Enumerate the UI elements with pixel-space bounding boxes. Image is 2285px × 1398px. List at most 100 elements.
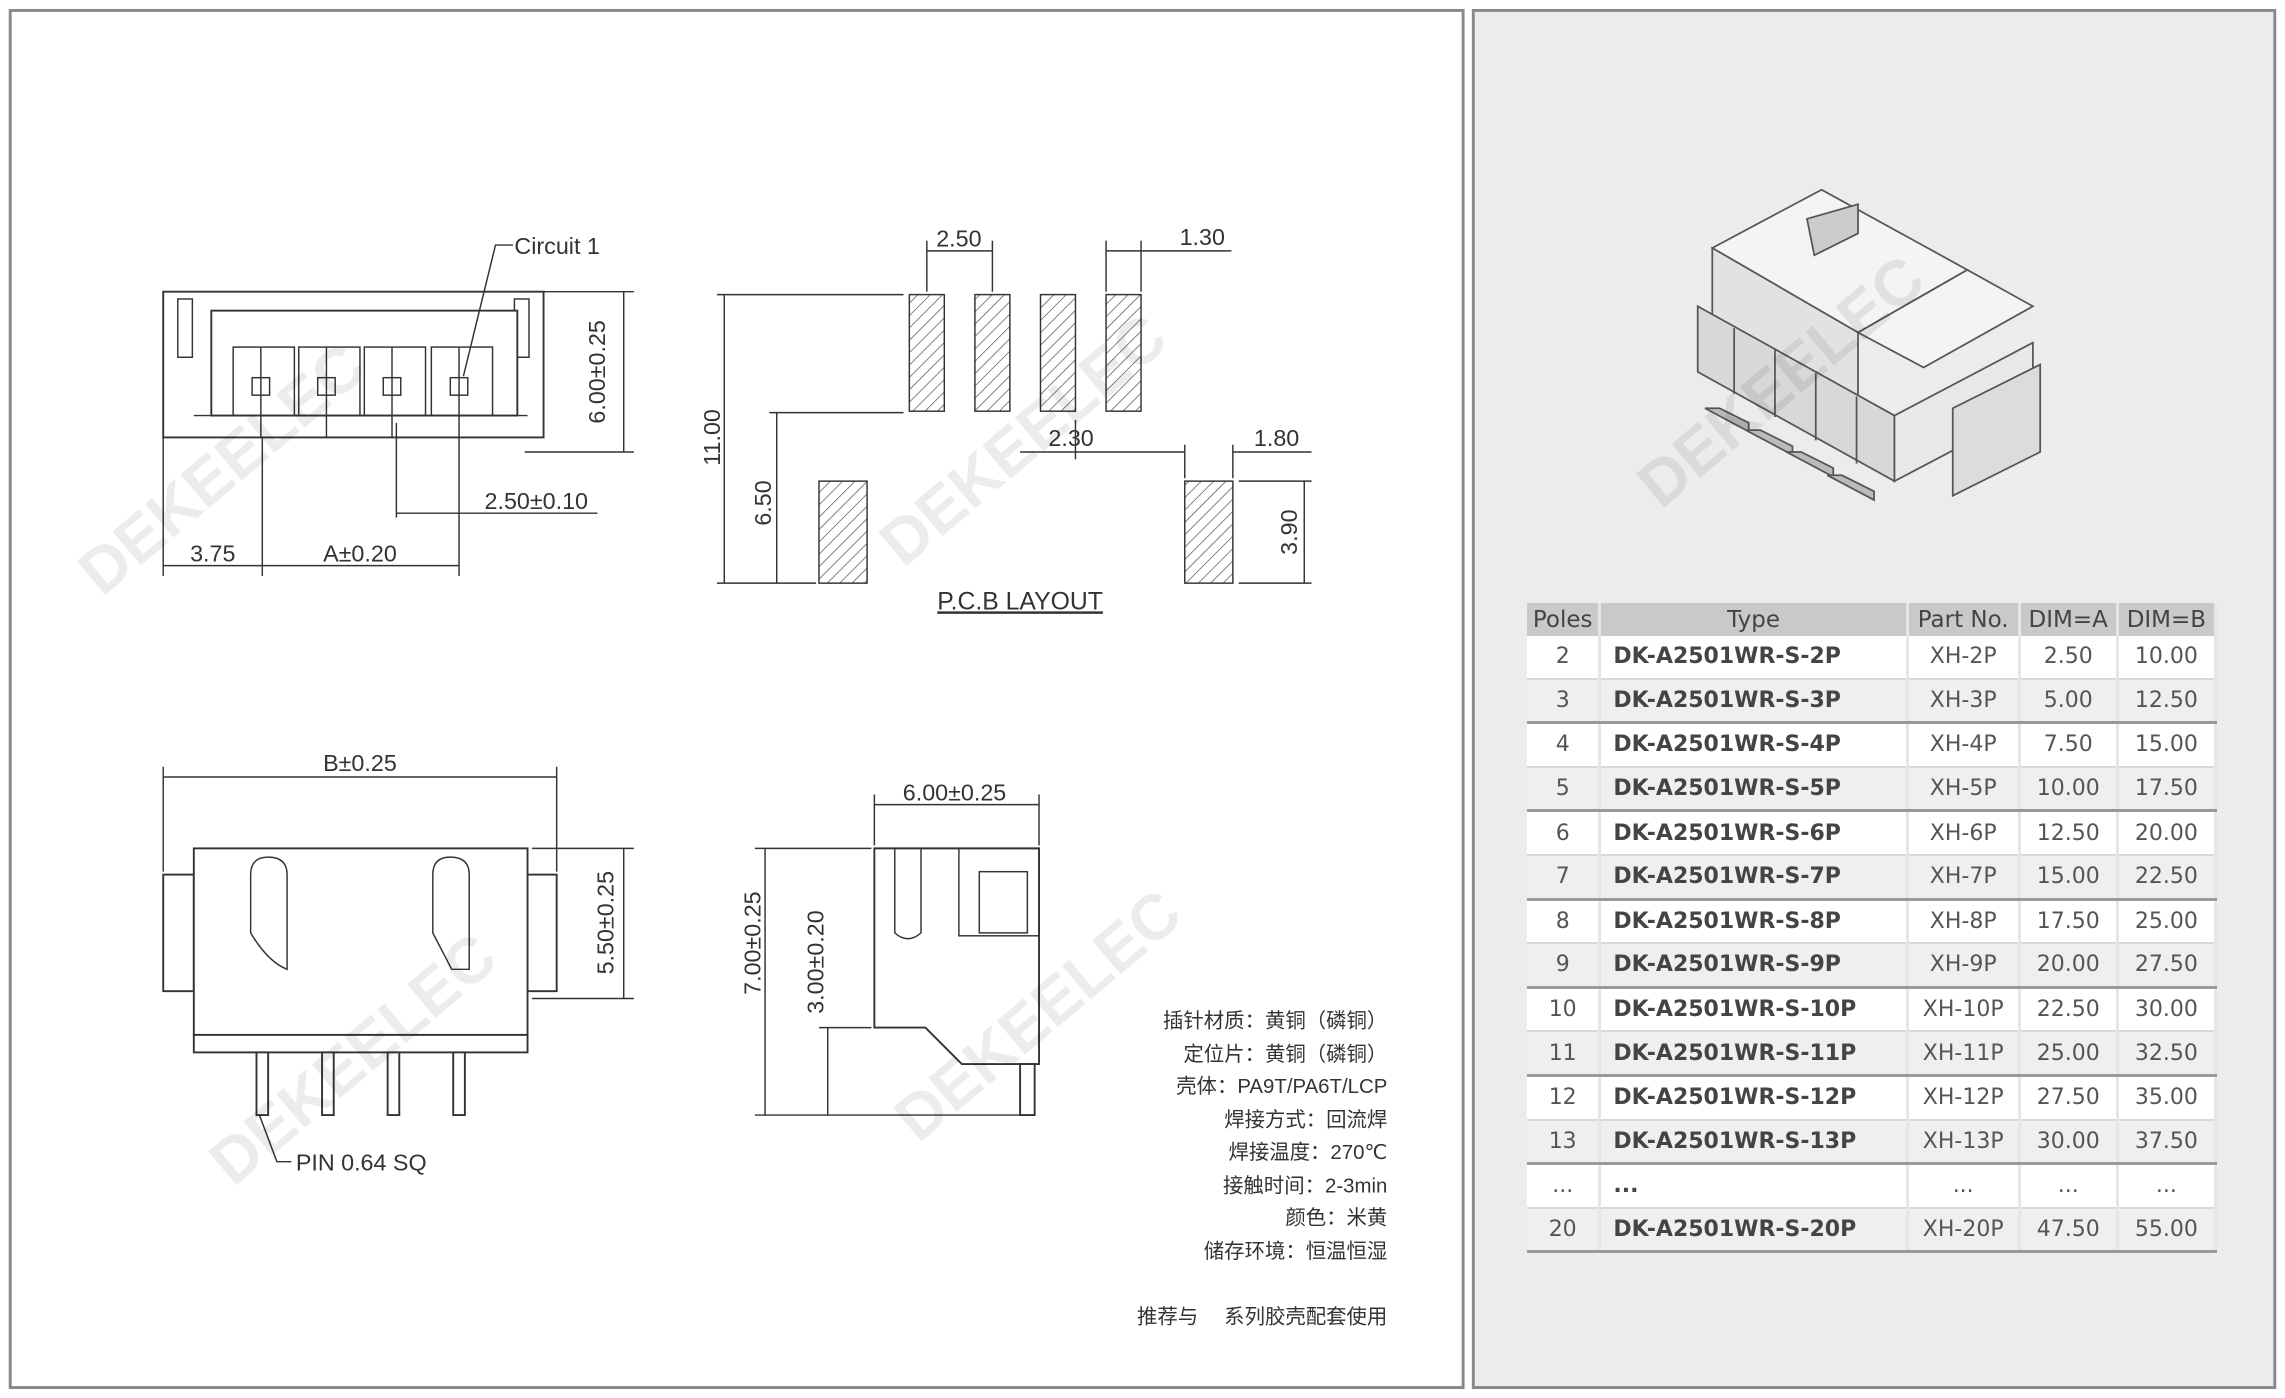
column-header: Type: [1599, 603, 1909, 636]
table-cell: DK-A2501WR-S-4P: [1599, 722, 1909, 768]
usage-note: 推荐与 系列胶壳配套使用: [1137, 1305, 1387, 1328]
pin: [255, 1051, 270, 1116]
table-cell: DK-A2501WR-S-3P: [1599, 678, 1909, 725]
table-cell: XH-11P: [1907, 1031, 2021, 1077]
column-header: DIM=A: [2019, 603, 2119, 636]
side-pad-height-dim: 3.90: [1276, 509, 1302, 554]
side-width-dim: 6.00±0.25: [903, 779, 1006, 805]
table-cell: DK-A2501WR-S-9P: [1599, 943, 1909, 989]
pin-size-label: PIN 0.64 SQ: [296, 1149, 427, 1175]
table-cell: 5: [1527, 766, 1602, 813]
spec-list: 插针材质：黄铜（磷铜） 定位片：黄铜（磷铜） 壳体：PA9T/PA6T/LCP …: [1137, 1010, 1387, 1329]
table-row: ...............: [1527, 1163, 2218, 1209]
table-cell: ...: [2117, 1163, 2218, 1209]
pitch-dim: 2.50±0.10: [485, 488, 589, 514]
table-cell: 10.00: [2019, 766, 2119, 813]
pad-width-dim: 1.30: [1180, 224, 1225, 250]
table-cell: 10.00: [2117, 636, 2218, 680]
table-cell: 35.00: [2117, 1075, 2218, 1121]
table-cell: 22.50: [2019, 987, 2119, 1033]
table-cell: 15.00: [2117, 722, 2218, 768]
table-cell: 17.50: [2019, 899, 2119, 945]
table-cell: DK-A2501WR-S-7P: [1599, 854, 1909, 901]
table-cell: XH-6P: [1907, 810, 2021, 856]
table-cell: 30.00: [2117, 987, 2218, 1033]
pin: [386, 1051, 401, 1116]
table-cell: 2.50: [2019, 636, 2119, 680]
table-cell: 15.00: [2019, 854, 2119, 901]
spec-line: 壳体：PA9T/PA6T/LCP: [1176, 1075, 1387, 1098]
table-cell: 12: [1527, 1075, 1602, 1121]
pcb-layout: 2.50 1.30 11.00 6.50 2.30 1.80 3.90 P.C.…: [699, 224, 1312, 615]
top-view: B±0.25 5.50±0.25 PIN 0.64 SQ: [162, 750, 634, 1175]
gap-dim: 2.30: [1048, 425, 1093, 451]
a-dim: A±0.20: [323, 540, 397, 566]
pad-pitch-dim: 2.50: [936, 226, 981, 252]
front-height-dim: 6.00±0.25: [584, 320, 610, 423]
table-cell: ...: [1527, 1163, 1602, 1209]
table-cell: 25.00: [2117, 899, 2218, 945]
table-cell: 8: [1527, 899, 1602, 945]
table-cell: DK-A2501WR-S-10P: [1599, 987, 1909, 1033]
column-header: DIM=B: [2117, 603, 2218, 636]
table-cell: XH-7P: [1907, 854, 2021, 901]
table-cell: 30.00: [2019, 1119, 2119, 1166]
table-cell: 20.00: [2117, 810, 2218, 856]
table-cell: ...: [1907, 1163, 2021, 1209]
spec-line: 颜色：米黄: [1285, 1206, 1387, 1229]
spec-line: 插针材质：黄铜（磷铜）: [1163, 1010, 1387, 1033]
table-cell: 55.00: [2117, 1207, 2218, 1254]
column-header: Part No.: [1907, 603, 2021, 636]
table-cell: 7.50: [2019, 722, 2119, 768]
table-cell: 27.50: [2117, 943, 2218, 989]
spec-line: 储存环境：恒温恒湿: [1204, 1240, 1388, 1263]
table-cell: 25.00: [2019, 1031, 2119, 1077]
table-cell: DK-A2501WR-S-5P: [1599, 766, 1909, 813]
drawing-panel: [8, 8, 1465, 1390]
table-cell: DK-A2501WR-S-13P: [1599, 1119, 1909, 1166]
table-cell: 32.50: [2117, 1031, 2218, 1077]
front-view: Circuit 1 6.00±0.25 2.50±0.10 3.75 A±0.2…: [162, 233, 634, 576]
side-view: 6.00±0.25 7.00±0.25 3.00±0.20: [740, 779, 1040, 1116]
table-cell: 12.50: [2019, 810, 2119, 856]
table-cell: 3: [1527, 678, 1602, 725]
spec-line: 焊接温度：270℃: [1228, 1141, 1387, 1164]
circuit-1-label: Circuit 1: [514, 233, 599, 259]
spec-line: 接触时间：2-3min: [1223, 1174, 1387, 1197]
table-cell: XH-13P: [1907, 1119, 2021, 1166]
table-cell: XH-9P: [1907, 943, 2021, 989]
table-cell: 2: [1527, 636, 1602, 680]
b-dim: B±0.25: [323, 750, 397, 776]
table-cell: 20.00: [2019, 943, 2119, 989]
table-cell: XH-4P: [1907, 722, 2021, 768]
table-cell: XH-20P: [1907, 1207, 2021, 1254]
table-cell: 13: [1527, 1119, 1602, 1166]
table-cell: 9: [1527, 943, 1602, 989]
table-cell: ...: [1599, 1163, 1909, 1209]
table-cell: 37.50: [2117, 1119, 2218, 1166]
table-cell: 47.50: [2019, 1207, 2119, 1254]
table-cell: XH-12P: [1907, 1075, 2021, 1121]
table-cell: 12.50: [2117, 678, 2218, 725]
spec-line: 定位片：黄铜（磷铜）: [1183, 1043, 1387, 1066]
table-cell: DK-A2501WR-S-8P: [1599, 899, 1909, 945]
total-height-dim: 11.00: [699, 409, 725, 466]
spec-line: 焊接方式：回流焊: [1224, 1109, 1387, 1132]
table-cell: 11: [1527, 1031, 1602, 1077]
table-cell: 7: [1527, 854, 1602, 901]
table-cell: XH-8P: [1907, 899, 2021, 945]
table-cell: XH-5P: [1907, 766, 2021, 813]
side-height-dim: 7.00±0.25: [740, 891, 766, 994]
connector-3d-image: [1696, 188, 2042, 502]
